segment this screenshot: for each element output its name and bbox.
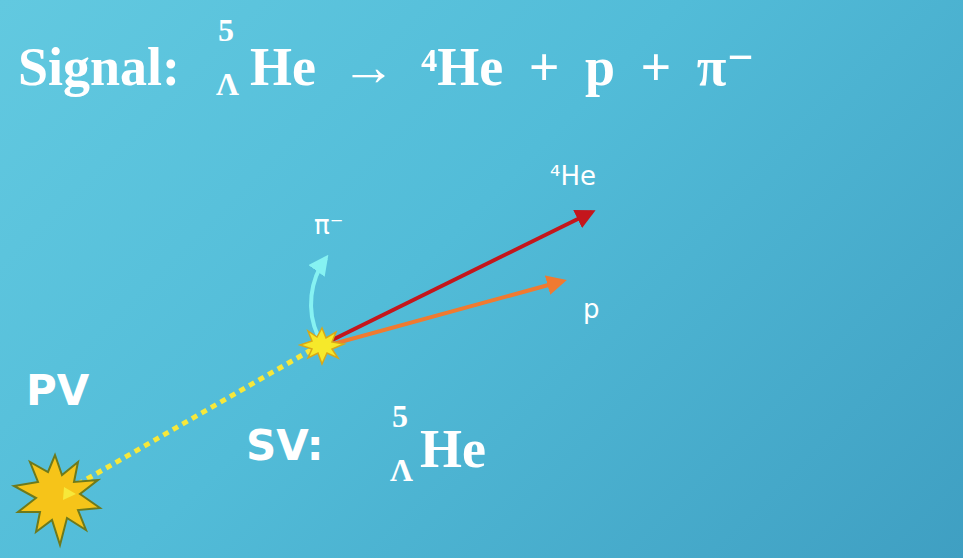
particle-label: ⁴He xyxy=(550,163,596,189)
mass-number: 5 xyxy=(218,14,234,46)
secondary-vertex-burst xyxy=(300,328,344,364)
mass-number: 5 xyxy=(392,400,408,432)
hyperon-subscript: Λ xyxy=(390,454,413,486)
title: Signal: xyxy=(18,40,180,94)
proton-track xyxy=(322,281,563,347)
particle-label: p xyxy=(583,296,600,322)
hyperon-subscript: Λ xyxy=(216,68,239,100)
nucleus-symbol: He xyxy=(420,422,486,476)
lambda-track xyxy=(68,346,318,490)
primary-vertex-burst xyxy=(14,455,100,545)
vertex-label: SV: xyxy=(246,425,324,467)
pion-track xyxy=(311,258,326,336)
decay-equation: He → ⁴He + p + π⁻ xyxy=(250,40,755,94)
helium-track xyxy=(322,212,592,345)
particle-label: π⁻ xyxy=(314,212,343,238)
track-tip xyxy=(63,487,76,500)
vertex-label: PV xyxy=(26,370,89,412)
